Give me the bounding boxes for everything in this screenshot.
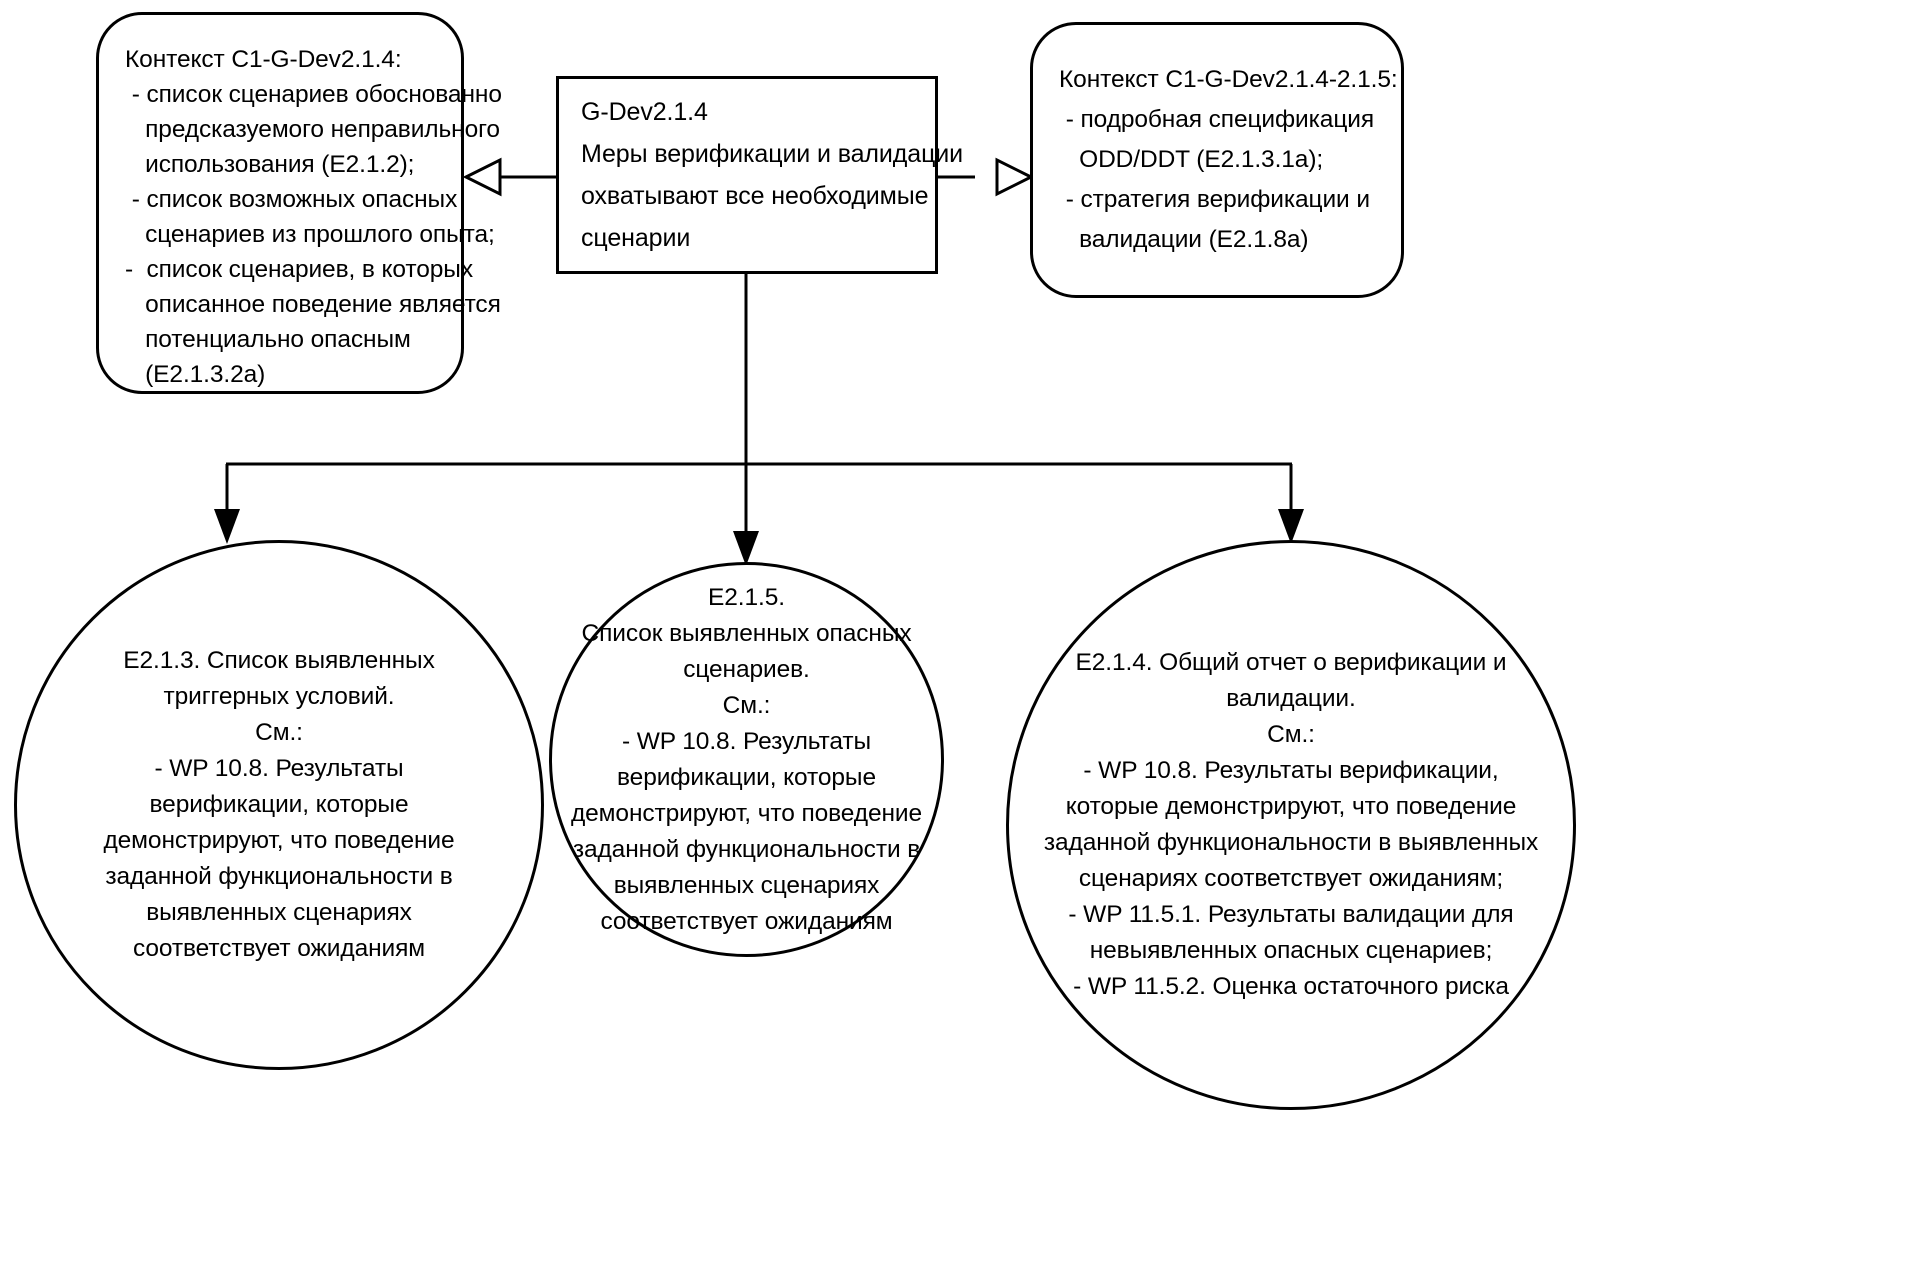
goal-center-line-2: охватывают все необходимые <box>581 182 929 210</box>
context-left-line-4: - список возможных опасных <box>125 186 458 213</box>
solution-right-line-7: - WP 11.5.1. Результаты валидации для <box>1068 901 1514 928</box>
solution-left-line-8: соответствует ожиданиям <box>132 935 426 962</box>
context-left-line-3: использования (E2.1.2); <box>125 151 415 178</box>
solution-left-line-5: демонстрируют, что поведение <box>103 827 455 854</box>
solution-middle-line-1: Список выявленных опасных <box>581 619 912 647</box>
solution-right-text: E2.1.4. Общий отчет о верификации и вали… <box>1009 543 1573 1107</box>
solution-middle-text: E2.1.5. Список выявленных опасных сценар… <box>552 565 941 954</box>
solution-middle-line-0: E2.1.5. <box>708 583 785 611</box>
solution-middle-line-5: верификации, которые <box>617 763 876 791</box>
solution-middle-line-6: демонстрируют, что поведение <box>570 799 923 827</box>
solution-right-line-1: валидации. <box>1226 685 1356 712</box>
solution-left-line-4: верификации, которые <box>149 791 409 818</box>
solution-middle-line-3: См.: <box>722 691 771 719</box>
solution-node-e2-1-5[interactable]: E2.1.5. Список выявленных опасных сценар… <box>549 562 944 957</box>
solution-left-line-0: E2.1.3. Список выявленных <box>123 647 435 674</box>
context-left-line-8: потенциально опасным <box>125 326 411 353</box>
context-right-line-2: ODD/DDT (E2.1.3.1a); <box>1059 146 1324 173</box>
solution-left-line-3: - WP 10.8. Результаты <box>154 755 404 782</box>
context-right-line-3: - стратегия верификации и <box>1059 186 1370 213</box>
goal-center-line-1: Меры верификации и валидации <box>581 140 964 168</box>
goal-center-line-0: G-Dev2.1.4 <box>581 98 708 126</box>
solution-middle-line-7: заданной функциональности в <box>572 835 921 863</box>
solution-left-line-2: См.: <box>255 719 303 746</box>
solution-node-e2-1-3[interactable]: E2.1.3. Список выявленных триггерных усл… <box>14 540 544 1070</box>
connector-goal-to-context-left <box>462 157 557 197</box>
solution-node-e2-1-4[interactable]: E2.1.4. Общий отчет о верификации и вали… <box>1006 540 1576 1110</box>
context-right-text: Контекст C1-G-Dev2.1.4-2.1.5: - подробна… <box>1033 25 1401 295</box>
context-right-line-0: Контекст C1-G-Dev2.1.4-2.1.5: <box>1059 66 1398 93</box>
solution-right-line-4: которые демонстрируют, что поведение <box>1065 793 1517 820</box>
goal-node-g-dev2-1-4[interactable]: G-Dev2.1.4 Меры верификации и валидации … <box>556 76 963 274</box>
context-left-line-1: - список сценариев обоснованно <box>125 81 502 108</box>
context-right-line-1: - подробная спецификация <box>1059 106 1375 133</box>
solution-middle-line-2: сценариев. <box>683 655 810 683</box>
solution-right-line-2: См.: <box>1267 721 1315 748</box>
goal-center-text: G-Dev2.1.4 Меры верификации и валидации … <box>559 79 963 271</box>
solution-right-line-9: - WP 11.5.2. Оценка остаточного риска <box>1073 973 1509 1000</box>
goal-center-line-3: сценарии <box>581 224 691 252</box>
solution-left-text: E2.1.3. Список выявленных триггерных усл… <box>17 543 541 1067</box>
solution-middle-line-8: выявленных сценариях <box>613 871 880 899</box>
context-left-line-6: - список сценариев, в которых <box>125 256 473 283</box>
context-left-text: Контекст C1-G-Dev2.1.4: - список сценари… <box>99 15 502 391</box>
solution-left-line-7: выявленных сценариях <box>146 899 412 926</box>
context-left-line-9: (E2.1.3.2a) <box>125 361 266 388</box>
context-node-c1-g-dev2-1-4[interactable]: Контекст C1-G-Dev2.1.4: - список сценари… <box>96 12 502 394</box>
context-left-line-7: описанное поведение является <box>125 291 501 318</box>
solution-left-line-6: заданной функциональности в <box>105 863 453 890</box>
context-left-line-0: Контекст C1-G-Dev2.1.4: <box>125 46 402 73</box>
solution-middle-line-9: соответствует ожиданиям <box>600 907 893 935</box>
solution-left-line-1: триггерных условий. <box>163 683 395 710</box>
solution-middle-line-4: - WP 10.8. Результаты <box>621 727 872 755</box>
context-right-line-4: валидации (E2.1.8a) <box>1059 226 1309 253</box>
solution-right-line-5: заданной функциональности в выявленных <box>1043 829 1539 856</box>
solution-right-line-6: сценариях соответствует ожиданиям; <box>1078 865 1504 892</box>
context-left-line-5: сценариев из прошлого опыта; <box>125 221 495 248</box>
solution-right-line-8: невыявленных опасных сценариев; <box>1089 937 1493 964</box>
solution-right-line-3: - WP 10.8. Результаты верификации, <box>1083 757 1499 784</box>
context-node-c1-g-dev2-1-4-2-1-5[interactable]: Контекст C1-G-Dev2.1.4-2.1.5: - подробна… <box>1030 22 1404 298</box>
context-left-line-2: предсказуемого неправильного <box>125 116 500 143</box>
solution-right-line-0: E2.1.4. Общий отчет о верификации и <box>1075 649 1507 676</box>
